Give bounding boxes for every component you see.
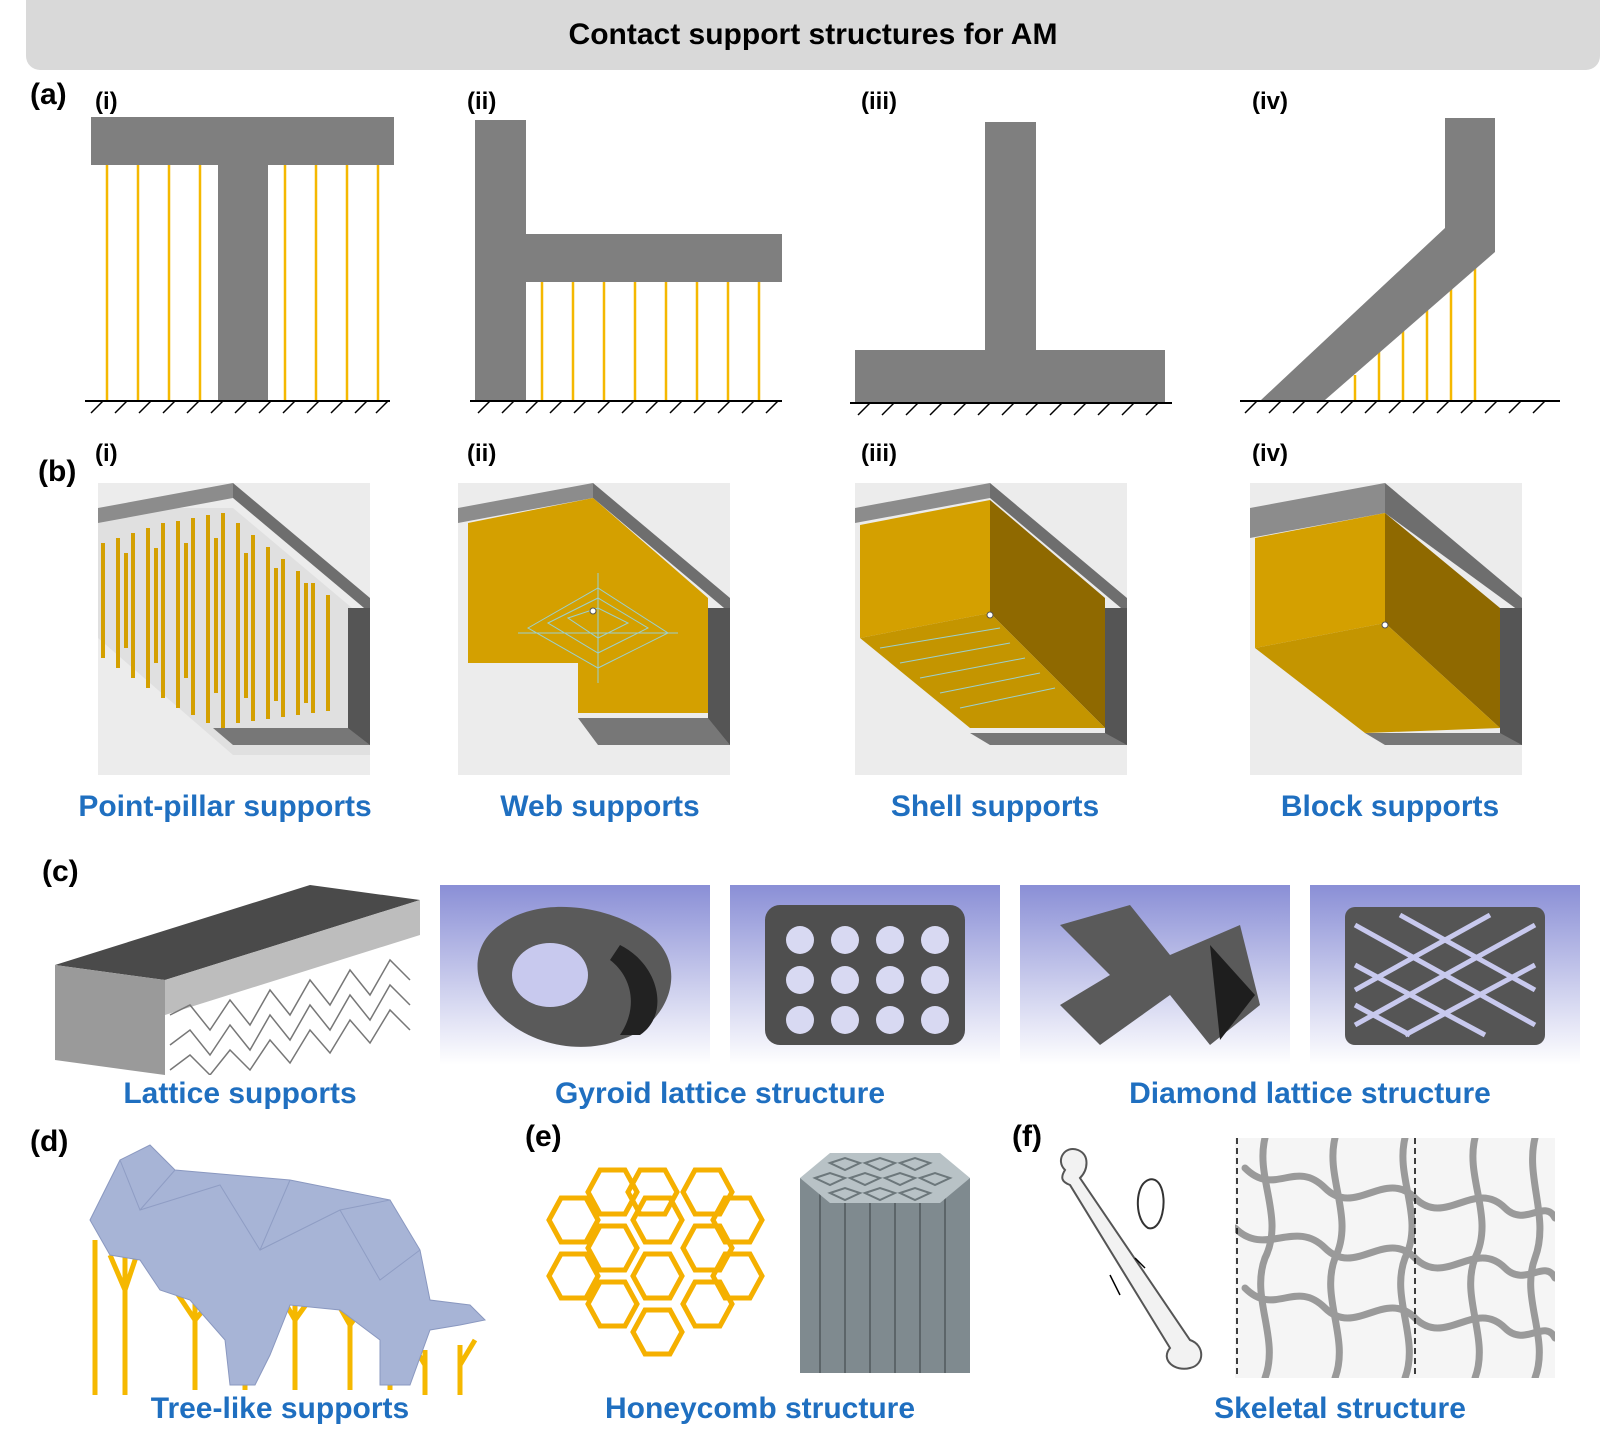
pillar-supports xyxy=(105,165,380,400)
panel-a-label: (a) xyxy=(30,78,67,111)
part-stem xyxy=(218,117,268,400)
caption-web: Web supports xyxy=(500,790,700,823)
caption-diamond: Diamond lattice structure xyxy=(1129,1077,1491,1110)
point-pillar-render xyxy=(98,483,370,775)
panel-b-sub-2: (ii) xyxy=(467,440,497,467)
part-overhang xyxy=(475,234,782,282)
part-base xyxy=(855,350,1165,402)
panel-c-label: (c) xyxy=(42,855,79,888)
ground-base xyxy=(1240,400,1560,414)
caption-shell: Shell supports xyxy=(890,790,1100,823)
inverted-t-diagram xyxy=(850,122,1172,416)
gyroid-unit-render xyxy=(440,885,710,1065)
panel-f-label: (f) xyxy=(1012,1120,1042,1153)
caption-point-pillar: Point-pillar supports xyxy=(78,790,372,823)
pillar-supports xyxy=(540,282,761,400)
tree-support-render xyxy=(89,1144,487,1395)
panel-a-sub-1: (i) xyxy=(95,88,118,115)
panel-b-sub-3: (iii) xyxy=(861,440,897,467)
panel-a-sub-4: (iv) xyxy=(1252,88,1288,115)
femur-bone-diagram xyxy=(1059,1148,1203,1370)
caption-tree: Tree-like supports xyxy=(150,1392,410,1425)
angled-part-diagram xyxy=(1240,118,1560,414)
gyroid-lattice-render xyxy=(730,885,1000,1065)
caption-lattice: Lattice supports xyxy=(123,1077,357,1110)
lattice-support-render xyxy=(55,885,420,1075)
panel-b-sub-4: (iv) xyxy=(1252,440,1288,467)
ground-base xyxy=(470,400,782,414)
panel-a-sub-2: (ii) xyxy=(467,88,497,115)
diamond-lattice-render xyxy=(1310,885,1580,1065)
figure-title: Contact support structures for AM xyxy=(568,18,1058,51)
honeycomb-3d xyxy=(800,1153,970,1373)
part-angled xyxy=(1261,118,1495,400)
caption-honeycomb: Honeycomb structure xyxy=(604,1392,916,1425)
part-stem xyxy=(985,122,1036,352)
caption-gyroid: Gyroid lattice structure xyxy=(554,1077,886,1110)
shell-support-render xyxy=(855,483,1127,775)
title-bar: Contact support structures for AM xyxy=(26,0,1600,70)
caption-skeletal: Skeletal structure xyxy=(1214,1392,1466,1425)
l-shape-diagram xyxy=(470,120,782,414)
panel-b-sub-1: (i) xyxy=(95,440,118,467)
panel-b-label: (b) xyxy=(38,455,77,488)
pillar-supports xyxy=(1353,255,1477,400)
caption-block: Block supports xyxy=(1280,790,1500,823)
panel-e-label: (e) xyxy=(525,1120,562,1153)
ground-base xyxy=(850,402,1172,416)
ground-base xyxy=(85,400,390,414)
t-shape-diagram xyxy=(85,117,394,414)
panel-a-sub-3: (iii) xyxy=(861,88,897,115)
trabecular-bone-render xyxy=(1235,1138,1555,1378)
block-support-render xyxy=(1250,483,1522,775)
web-support-render xyxy=(458,483,730,775)
panel-d-label: (d) xyxy=(30,1125,69,1158)
honeycomb-2d xyxy=(546,1167,765,1357)
diamond-unit-render xyxy=(1020,885,1290,1065)
